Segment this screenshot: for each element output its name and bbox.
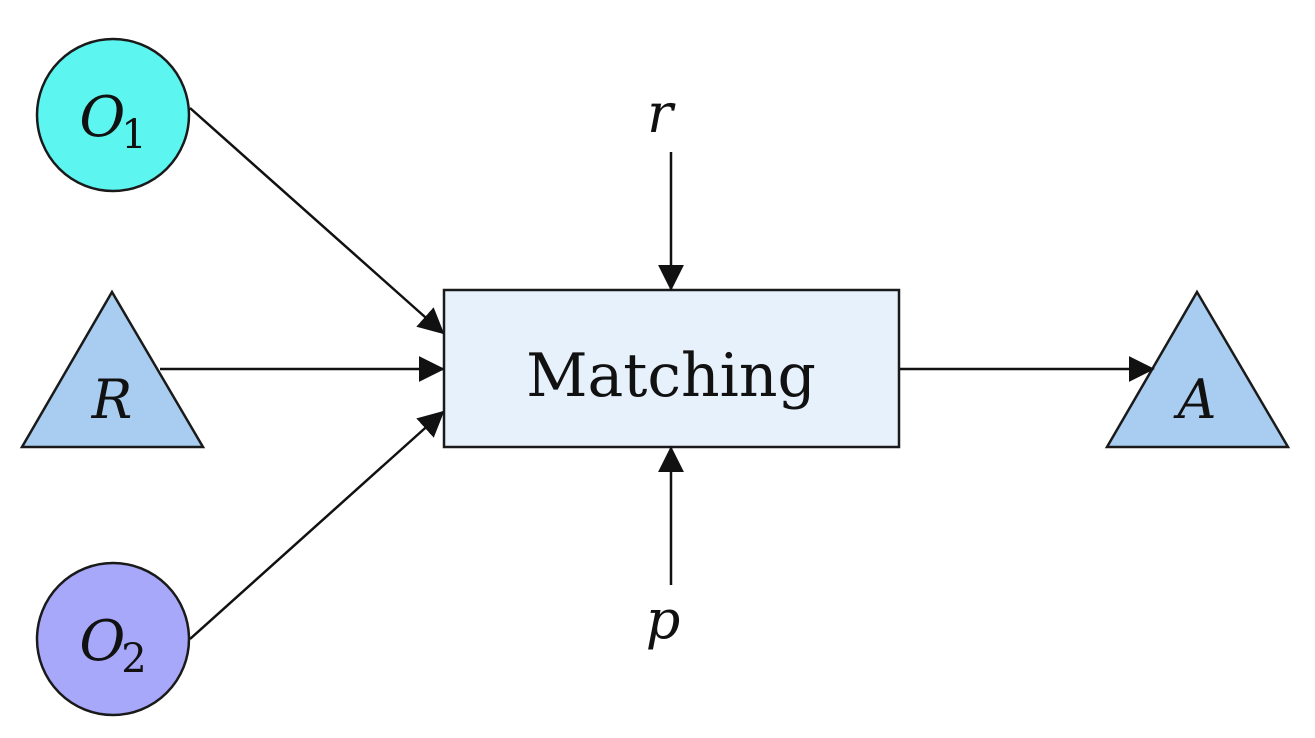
node-matching: Matching [442,288,901,449]
a-label: A [1173,368,1217,431]
node-r: R [19,289,206,449]
input-r-label: r [647,82,676,145]
svg-text:O2: O2 [79,609,146,682]
o1-label: O [79,85,125,150]
svg-text:O1: O1 [79,85,146,158]
r-triangle [19,289,206,449]
o1-subscript: 1 [121,112,146,158]
arrow-o1-to-matching [189,107,445,335]
o2-label: O [79,609,125,674]
r-label: R [91,368,133,431]
o2-subscript: 2 [121,636,146,682]
arrow-o2-to-matching [189,410,445,640]
matching-label: Matching [526,341,816,411]
node-o2: O2 [35,561,191,717]
o1-circle [35,37,191,193]
matching-box [442,288,901,449]
node-o1: O1 [35,37,191,193]
input-p-label: p [646,588,681,651]
o2-circle [35,561,191,717]
